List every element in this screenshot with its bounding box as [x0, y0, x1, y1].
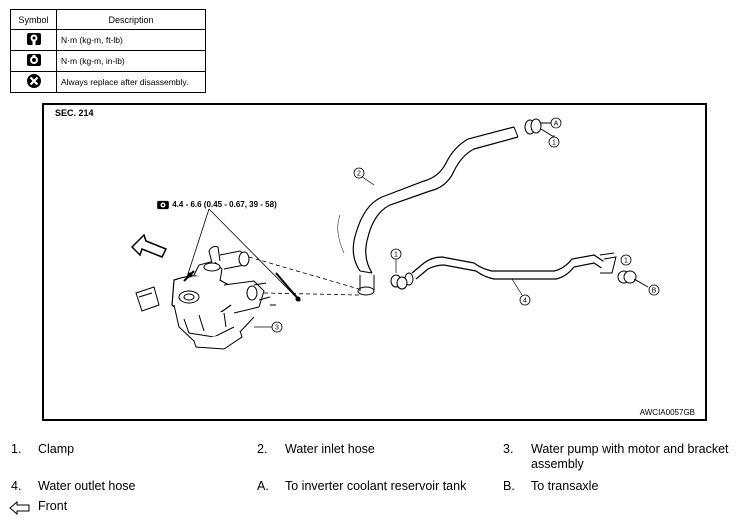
torque-value: 4.4 - 6.6 (0.45 - 0.67, 39 - 58): [172, 200, 277, 210]
svg-text:1: 1: [624, 258, 628, 265]
legend-key: 4.: [11, 479, 22, 493]
water-inlet-hose: [337, 126, 519, 296]
callout-2: 2: [353, 167, 365, 179]
symbol-table-header: Symbol Description: [10, 9, 206, 30]
front-direction-arrow: [130, 233, 168, 258]
svg-text:2: 2: [357, 171, 361, 178]
torque-wrench-ft-lb-icon: [10, 29, 57, 51]
callout-A: A: [550, 117, 562, 129]
callout-1-upper: 1: [548, 136, 560, 148]
clamp-upper: [524, 118, 555, 138]
torque-leader-lines: [186, 208, 297, 298]
symbol-description: N·m (kg-m, ft-lb): [56, 29, 206, 51]
bolts: [183, 270, 301, 302]
callout-B: B: [648, 284, 660, 296]
legend-text: Front: [38, 499, 68, 513]
symbol-description: Always replace after disassembly.: [56, 71, 206, 93]
legend-key: 2.: [257, 442, 268, 456]
legend-key: 1.: [11, 442, 22, 456]
legend-text: Water pump with motor and bracket assemb…: [531, 442, 729, 471]
figure-id: AWCIA0057GB: [639, 408, 695, 417]
legend-key: A.: [257, 479, 269, 493]
torque-wrench-in-lb-icon: [10, 50, 57, 72]
svg-text:4: 4: [523, 298, 527, 305]
callout-1-lower: 1: [620, 254, 632, 266]
legend-text: To transaxle: [531, 479, 599, 493]
callout-4: 4: [519, 294, 531, 306]
svg-text:1: 1: [552, 140, 556, 147]
symbol-row: N·m (kg-m, ft-lb): [10, 29, 206, 51]
legend-text: Clamp: [38, 442, 75, 456]
symbol-header: Symbol: [10, 9, 57, 30]
legend-text: Water inlet hose: [285, 442, 375, 456]
water-pump-assembly: [135, 246, 276, 350]
svg-text:B: B: [652, 288, 657, 295]
clamp-middle: [390, 274, 408, 290]
torque-spec: 4.4 - 6.6 (0.45 - 0.67, 39 - 58): [156, 200, 277, 210]
legend-text: To inverter coolant reservoir tank: [285, 479, 467, 493]
legend-text: Water outlet hose: [38, 479, 136, 493]
exploded-diagram: 2 3 1 4 A 1 1 B: [130, 117, 660, 350]
svg-text:1: 1: [394, 252, 398, 259]
legend-key: B.: [503, 479, 515, 493]
symbol-row: N·m (kg-m, in-lb): [10, 50, 206, 72]
front-arrow-icon: [9, 501, 30, 515]
clamp-lower: [617, 255, 649, 288]
section-label: SEC. 214: [55, 108, 94, 118]
description-header: Description: [56, 9, 206, 30]
symbol-table: Symbol Description N·m (kg-m, ft-lb) N·m…: [10, 9, 206, 93]
callout-3: 3: [271, 321, 283, 333]
assembly-lines: [248, 256, 360, 296]
symbol-row: Always replace after disassembly.: [10, 71, 206, 93]
legend-item: 1.: [11, 442, 21, 457]
symbol-description: N·m (kg-m, in-lb): [56, 50, 206, 72]
svg-text:A: A: [554, 121, 559, 128]
callout-1-middle: 1: [390, 248, 402, 260]
legend-key: 3.: [503, 442, 514, 456]
svg-text:3: 3: [275, 325, 279, 332]
always-replace-icon: [10, 71, 57, 93]
water-outlet-hose: [404, 252, 617, 286]
cooling-system-figure: 2 3 1 4 A 1 1 B SEC. 214 4.4 - 6.6 (0.45…: [42, 103, 707, 421]
torque-wrench-icon: [157, 200, 169, 210]
